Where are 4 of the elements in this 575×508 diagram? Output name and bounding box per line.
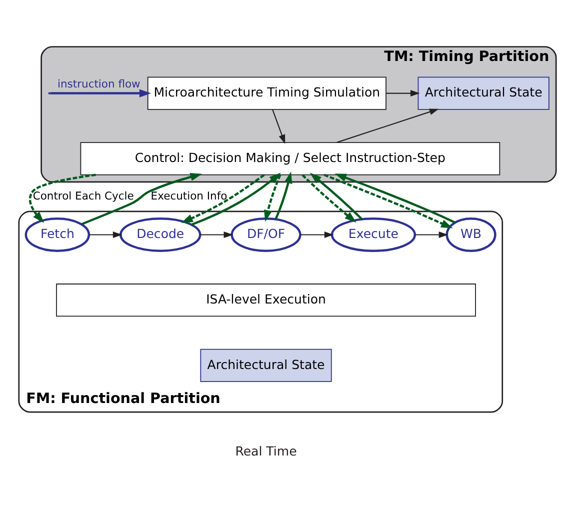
edge-label: instruction flow <box>58 78 140 91</box>
edge-label: Control Each Cycle <box>32 189 134 202</box>
label: Real Time <box>235 444 297 459</box>
edge-label: Execution Info <box>150 189 228 202</box>
